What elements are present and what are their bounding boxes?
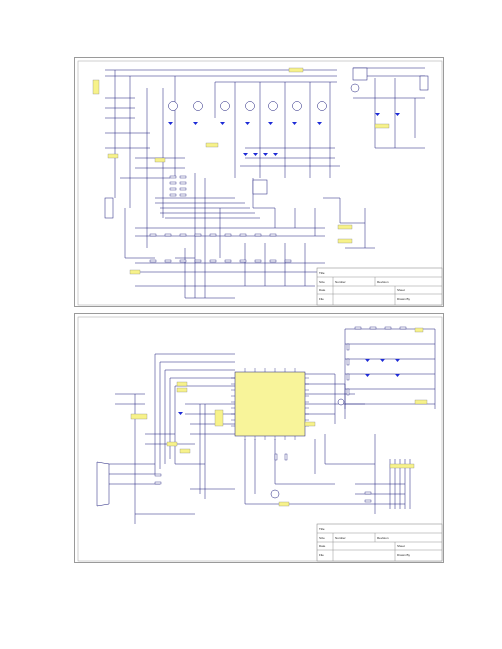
net-label (414, 327, 424, 333)
file-label: File (319, 297, 324, 301)
revision-label: Revision (377, 280, 389, 284)
net-label (154, 157, 166, 163)
net-label (176, 387, 188, 393)
date-label: Date (319, 544, 326, 548)
net-label (176, 381, 188, 387)
schematic-sheet-2: Title Size Number Revision Date Sheet Fi… (74, 313, 444, 563)
bridge-rectifier (352, 67, 368, 81)
sheet-label: Sheet (397, 544, 405, 548)
title-block-2: Title Size Number Revision Date Sheet Fi… (316, 523, 443, 562)
file-label: File (319, 553, 324, 557)
net-label (414, 399, 428, 405)
net-label (288, 67, 304, 73)
net-label (166, 441, 178, 447)
microcontroller-ic (234, 371, 306, 437)
net-label (107, 153, 119, 159)
title-label: Title (319, 527, 325, 531)
resistor-icon (154, 326, 407, 503)
net-label (337, 238, 353, 244)
net-label (337, 224, 353, 230)
wires-2 (105, 328, 436, 524)
title-block-1: Title Size Number Revision Date Sheet Fi… (316, 267, 443, 306)
number-label: Number (335, 280, 346, 284)
net-label (214, 409, 224, 427)
connector-icon (419, 75, 429, 91)
sheet-label: Sheet (397, 288, 405, 292)
connector-icon (389, 463, 415, 469)
net-label (205, 142, 219, 148)
net-label (130, 413, 148, 420)
net-label (304, 421, 316, 427)
net-label (129, 269, 141, 275)
revision-label: Revision (377, 536, 389, 540)
transistor-icon (168, 83, 360, 111)
schematic-1-drawing: Title Size Number Revision Date Sheet Fi… (77, 60, 443, 306)
drawn-label: Drawn By (397, 553, 411, 557)
size-label: Size (319, 536, 325, 540)
net-label (179, 448, 191, 454)
number-label: Number (335, 536, 346, 540)
diode-icon (168, 113, 400, 156)
diode-icon (178, 359, 400, 415)
size-label: Size (319, 280, 325, 284)
ic-chip (252, 179, 268, 195)
title-label: Title (319, 271, 325, 275)
transistor-icon (270, 489, 280, 499)
net-label (374, 123, 390, 129)
date-label: Date (319, 288, 326, 292)
resistor-icon (149, 175, 292, 263)
transistor-icon (337, 398, 345, 406)
db9-connector-icon (96, 461, 110, 507)
schematic-2-drawing: Title Size Number Revision Date Sheet Fi… (77, 316, 443, 562)
connector-icon (92, 79, 100, 95)
net-label (278, 501, 290, 507)
drawn-label: Drawn By (397, 297, 411, 301)
connector-icon (104, 197, 114, 219)
schematic-sheet-1: Title Size Number Revision Date Sheet Fi… (74, 57, 444, 307)
